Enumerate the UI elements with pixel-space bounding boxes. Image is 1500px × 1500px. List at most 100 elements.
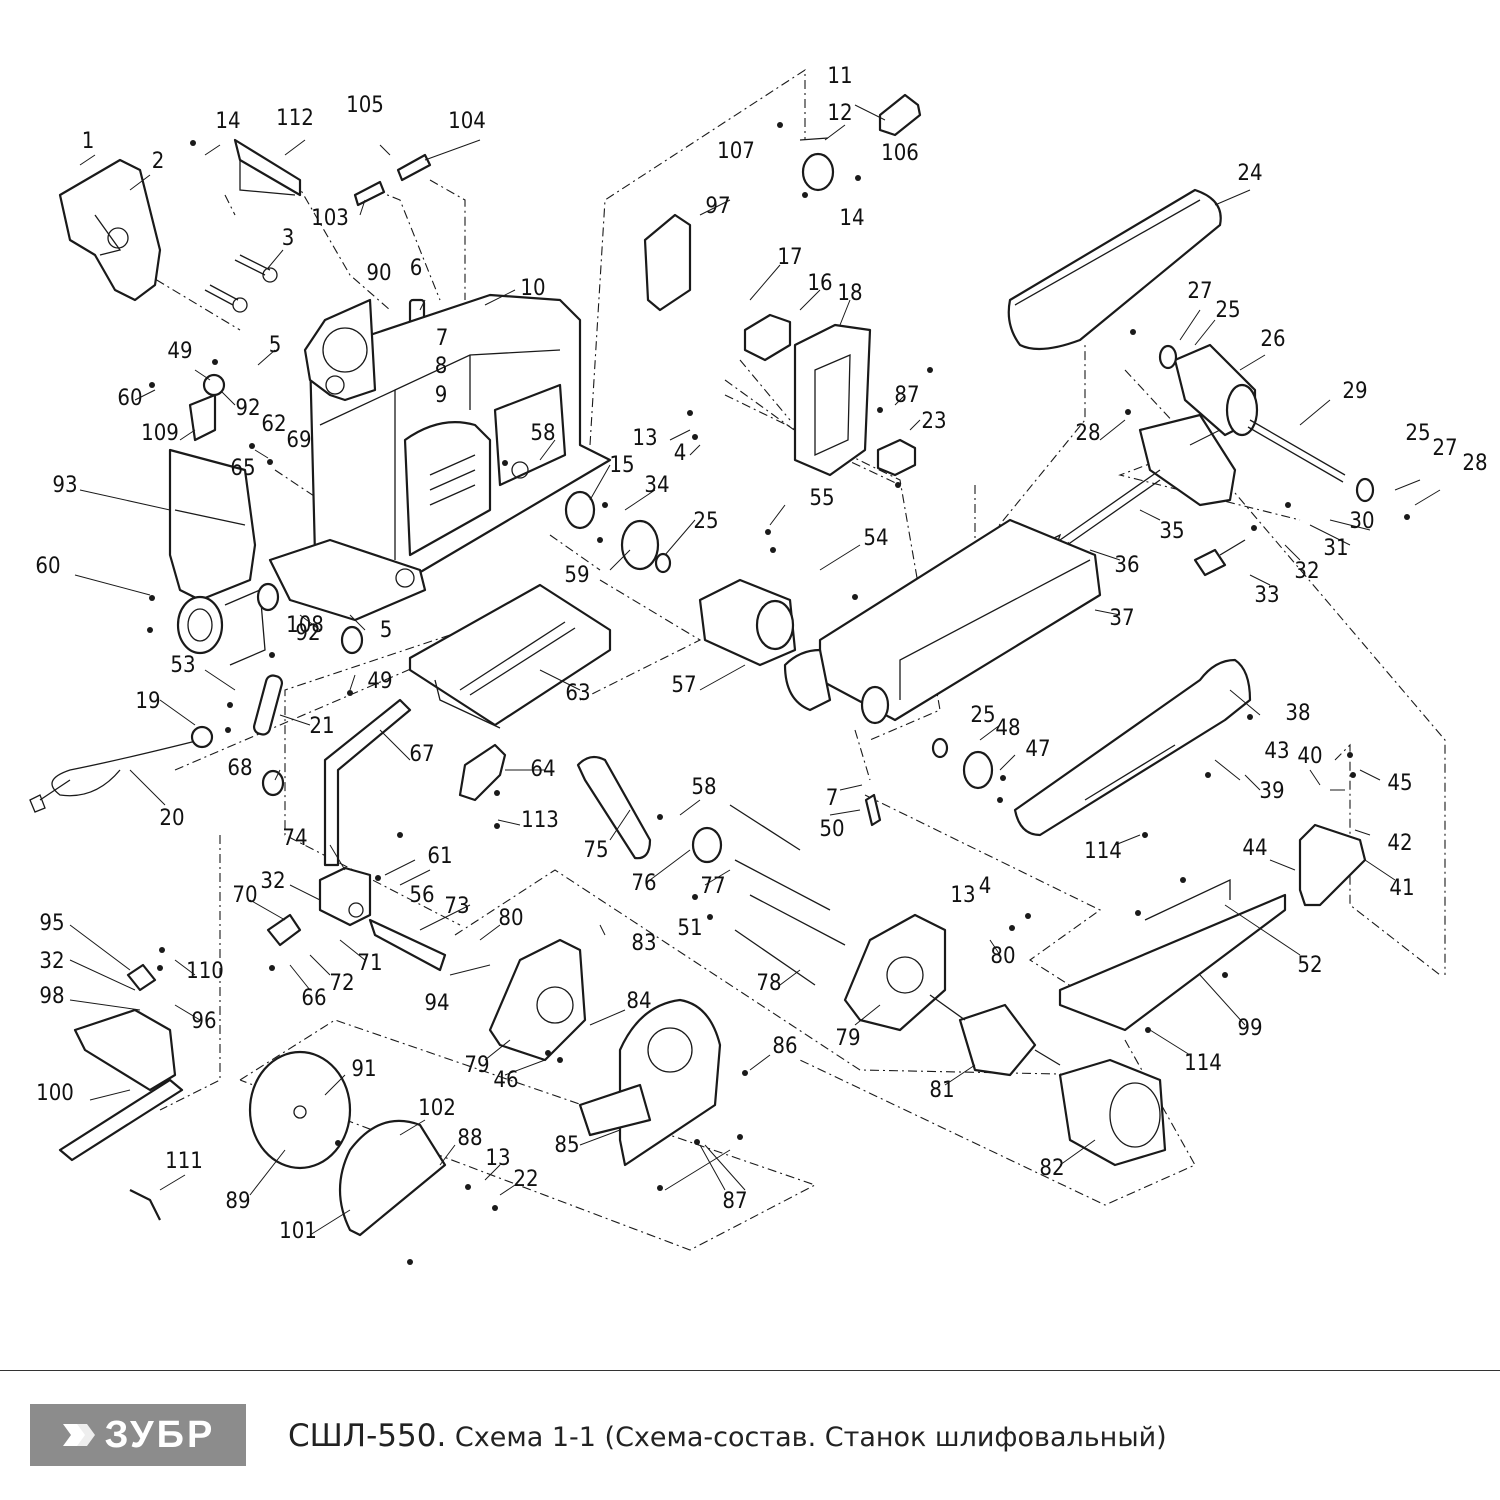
part-callout-70: 70 [232,883,257,908]
part-callout-9: 9 [435,383,448,408]
part-callout-97: 97 [705,194,730,219]
part-callout-106: 106 [881,141,919,166]
part-callout-27-2: 27 [1432,436,1457,461]
part-callout-101: 101 [279,1219,317,1244]
part-callout-92: 92 [235,396,260,421]
part-callout-104: 104 [448,109,486,134]
part-callout-79-2: 79 [835,1026,860,1051]
part-callout-6: 6 [410,256,423,281]
part-callout-33: 33 [1254,583,1279,608]
part-callout-59: 59 [564,563,589,588]
part-callout-20: 20 [159,806,184,831]
arrow-emblem-icon [62,1424,95,1446]
part-callout-14-2: 14 [839,206,864,231]
part-callout-16: 16 [807,271,832,296]
part-callout-108: 108 [286,613,324,638]
part-callout-46: 46 [493,1068,518,1093]
part-callout-93: 93 [52,473,77,498]
part-callout-26: 26 [1260,327,1285,352]
part-callout-25-2: 25 [1405,421,1430,446]
part-callout-109: 109 [141,421,179,446]
part-callout-35: 35 [1159,519,1184,544]
part-callout-17: 17 [777,245,802,270]
part-callout-54: 54 [863,526,888,551]
part-callout-18: 18 [837,281,862,306]
part-callout-49: 49 [167,339,192,364]
part-callout-80: 80 [498,906,523,931]
part-callout-72: 72 [329,971,354,996]
part-callout-36: 36 [1114,553,1139,578]
part-callout-56: 56 [409,883,434,908]
part-callout-3: 3 [282,226,295,251]
part-callout-102: 102 [418,1096,456,1121]
part-callout-66: 66 [301,986,326,1011]
part-callout-53: 53 [170,653,195,678]
part-callout-114-2: 114 [1184,1051,1222,1076]
part-number-callouts: 1234455677891011121313131414151617181920… [35,64,1487,1244]
part-callout-48: 48 [995,716,1020,741]
part-callout-45: 45 [1387,771,1412,796]
part-callout-55: 55 [809,486,834,511]
part-callout-86: 86 [772,1034,797,1059]
part-callout-96: 96 [191,1009,216,1034]
part-callout-81: 81 [929,1078,954,1103]
part-callout-43: 43 [1264,739,1289,764]
part-callout-75: 75 [583,838,608,863]
part-callout-91: 91 [351,1057,376,1082]
part-callout-111: 111 [165,1149,203,1174]
part-callout-38: 38 [1285,701,1310,726]
part-callout-5-2: 5 [380,618,393,643]
part-callout-25-3: 25 [693,509,718,534]
part-callout-47: 47 [1025,737,1050,762]
part-callout-7-2: 7 [826,786,839,811]
small-fasteners [147,122,1410,1265]
callout-leader-lines [69,104,1441,1236]
part-callout-32-2: 32 [260,869,285,894]
part-callout-100: 100 [36,1081,74,1106]
part-callout-88: 88 [457,1126,482,1151]
part-callout-98: 98 [39,984,64,1009]
part-callout-62: 62 [261,412,286,437]
brand-name: ЗУБР [104,1413,216,1456]
part-callout-61: 61 [427,844,452,869]
part-callout-14: 14 [215,109,240,134]
part-callout-23: 23 [921,409,946,434]
footer-divider [0,1370,1500,1371]
part-callout-58: 58 [530,421,555,446]
machine-parts [29,93,1375,1237]
part-callout-31: 31 [1323,536,1348,561]
schema-caption: Схема 1-1 (Схема-состав. Станок шлифовал… [454,1422,1167,1453]
part-callout-5: 5 [269,333,282,358]
part-callout-80-2: 80 [990,944,1015,969]
part-callout-37: 37 [1109,606,1134,631]
part-callout-94: 94 [424,991,449,1016]
part-callout-28-2: 28 [1462,451,1487,476]
part-callout-15: 15 [609,453,634,478]
part-callout-87-2: 87 [722,1189,747,1214]
part-callout-4-2: 4 [979,874,992,899]
part-callout-103: 103 [311,206,349,231]
part-callout-1: 1 [82,129,95,154]
part-callout-74: 74 [282,826,307,851]
part-callout-41: 41 [1389,876,1414,901]
part-callout-10: 10 [520,276,545,301]
part-callout-64: 64 [530,757,555,782]
exploded-parts-diagram: 1234455677891011121313131414151617181920… [29,64,1488,1265]
part-callout-13: 13 [632,426,657,451]
part-callout-2: 2 [152,149,165,174]
part-callout-49-2: 49 [367,669,392,694]
part-callout-22: 22 [513,1167,538,1192]
part-callout-29: 29 [1342,379,1367,404]
part-callout-85: 85 [554,1133,579,1158]
part-callout-39: 39 [1259,779,1284,804]
part-callout-68: 68 [227,756,252,781]
part-callout-44: 44 [1242,836,1267,861]
part-callout-82: 82 [1039,1156,1064,1181]
part-callout-32-3: 32 [39,949,64,974]
part-callout-28: 28 [1075,421,1100,446]
part-callout-19: 19 [135,689,160,714]
part-callout-63: 63 [565,681,590,706]
part-callout-92-2: 92 [295,621,320,646]
part-callout-105: 105 [346,93,384,118]
